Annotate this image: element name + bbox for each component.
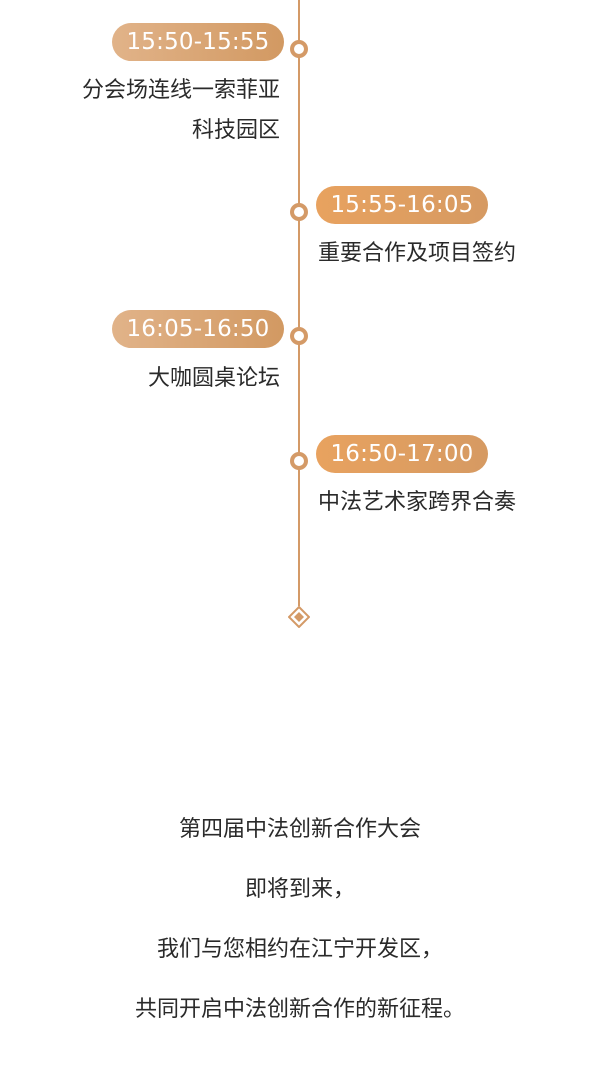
agenda-timeline: 15:50-15:55 分会场连线一索菲亚 科技园区 15:55-16:05 重… [20,0,578,628]
closing-message: 第四届中法创新合作大会 即将到来， 我们与您相约在江宁开发区， 共同开启中法创新… [0,808,600,1048]
timeline-node-icon [290,203,308,221]
closing-line: 第四届中法创新合作大会 [178,817,421,842]
time-badge: 15:50-15:55 [112,23,284,61]
time-badge: 16:50-17:00 [316,435,488,473]
closing-line: 共同开启中法创新合作的新征程。 [134,997,465,1022]
event-line: 分会场连线一索菲亚 [81,78,280,103]
event-line: 中法艺术家跨界合奏 [318,490,517,515]
event-line: 重要合作及项目签约 [318,241,517,266]
time-badge: 15:55-16:05 [316,186,488,224]
time-badge: 16:05-16:50 [112,310,284,348]
timeline-node-icon [290,452,308,470]
closing-line: 我们与您相约在江宁开发区， [156,937,443,962]
event-line: 科技园区 [191,118,280,143]
timeline-axis [298,0,300,606]
timeline-node-icon [290,327,308,345]
diamond-icon [288,606,310,628]
event-line: 大咖圆桌论坛 [147,366,280,391]
timeline-node-icon [290,40,308,58]
event-description: 中法艺术家跨界合奏 [318,483,578,523]
closing-line: 即将到来， [244,877,355,902]
event-description: 重要合作及项目签约 [318,234,578,274]
event-description: 分会场连线一索菲亚 科技园区 [20,71,280,151]
event-description: 大咖圆桌论坛 [20,359,280,399]
